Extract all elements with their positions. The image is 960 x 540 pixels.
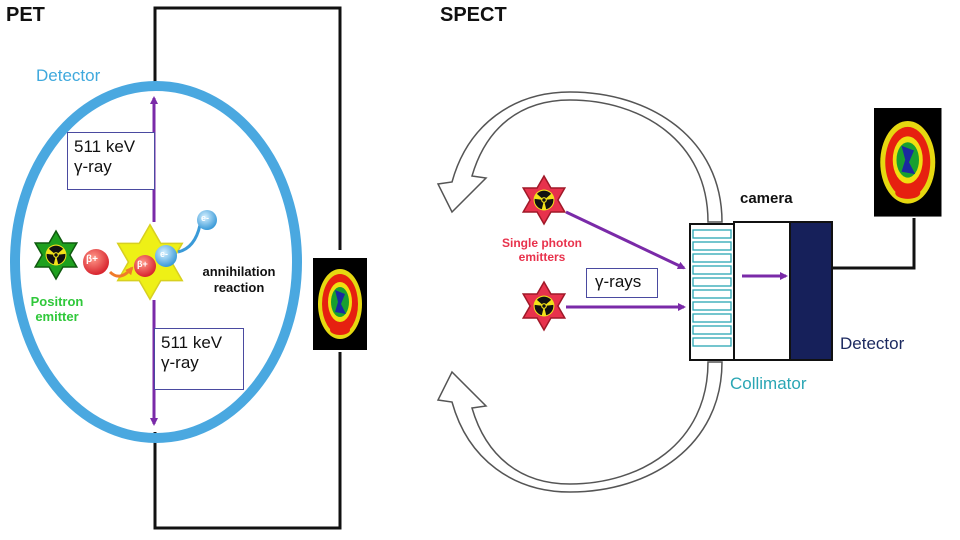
collimator-label: Collimator	[730, 374, 807, 393]
pet-wire	[153, 352, 342, 530]
single-photon-emitter-star	[522, 281, 566, 331]
single-photon-emitter-star	[522, 175, 566, 225]
gamma-label-top: 511 keV γ-ray	[67, 132, 155, 190]
electron-particle	[155, 245, 177, 267]
electron-path	[177, 224, 202, 254]
beta-plus-particle	[83, 249, 109, 275]
beta-plus-particle	[134, 255, 156, 277]
rotation-arrow-icon	[436, 91, 723, 223]
pet-title: PET	[6, 4, 45, 26]
pet-detector-ring	[10, 81, 302, 443]
radiation-icon	[45, 244, 67, 266]
gamma-energy: 511 keV	[161, 333, 223, 352]
radiation-icon	[533, 189, 555, 211]
spect-detector-label: Detector	[840, 334, 905, 353]
gamma-rays-label: γ-rays	[586, 268, 658, 298]
positron-emitter-star	[34, 230, 78, 280]
gamma-kind: γ-ray	[161, 353, 199, 372]
single-photon-label: Single photon emitters	[502, 236, 582, 264]
rotation-arrow-icon	[436, 361, 723, 493]
radiation-icon	[533, 295, 555, 317]
annihilation-label: annihilation reaction	[202, 264, 276, 295]
gamma-ray-arrow	[565, 210, 686, 270]
brain-scan-icon	[874, 108, 942, 217]
beta-plus-label: β+	[137, 259, 148, 269]
positron-path	[108, 266, 134, 278]
camera-detector	[789, 221, 833, 361]
camera-label: camera	[740, 190, 793, 207]
gamma-kind: γ-ray	[74, 157, 112, 176]
spect-title: SPECT	[440, 4, 507, 26]
gamma-energy: 511 keV	[74, 137, 136, 156]
spect-wire	[832, 218, 916, 270]
brain-scan-icon	[313, 258, 367, 350]
pet-wire	[153, 6, 342, 250]
collimator-slats	[692, 229, 732, 347]
gamma-label-bottom: 511 keV γ-ray	[154, 328, 244, 390]
positron-emitter-label: Positron emitter	[30, 294, 84, 324]
electron-particle	[197, 210, 217, 230]
gamma-rays-text: γ-rays	[595, 272, 642, 291]
electron-label: e-	[201, 213, 210, 223]
pet-detector-label: Detector	[36, 66, 101, 85]
beta-plus-label: β+	[86, 254, 98, 265]
electron-label: e-	[160, 249, 169, 259]
